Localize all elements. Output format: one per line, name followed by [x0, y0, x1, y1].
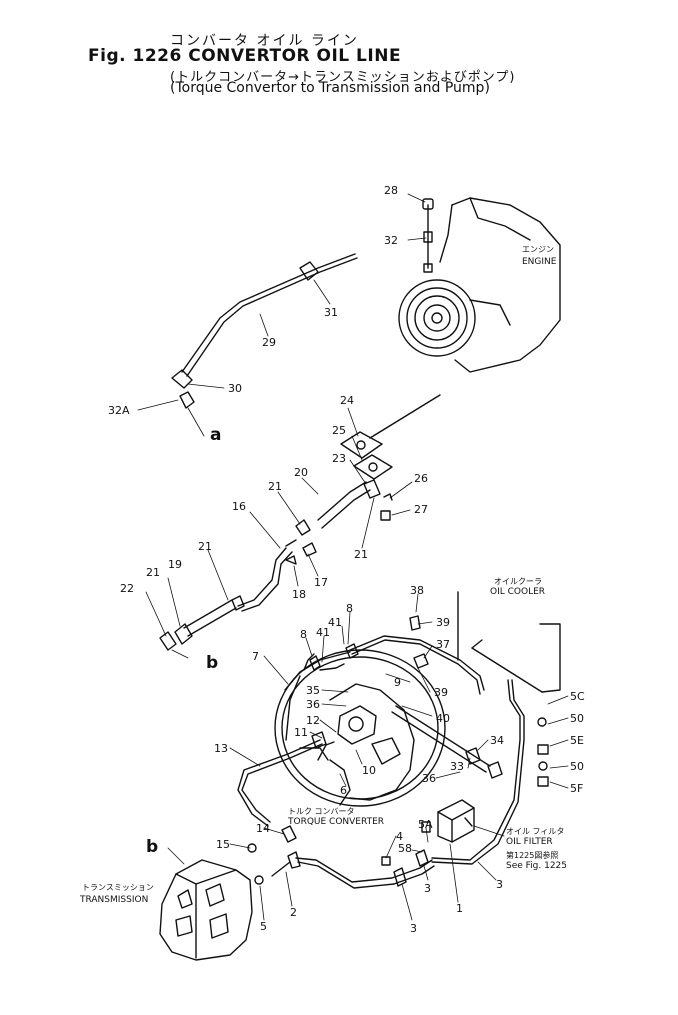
callout-21-middle: 21 — [198, 540, 212, 553]
callout-21-right: 21 — [354, 548, 368, 561]
callout-10: 10 — [362, 764, 376, 777]
callout-19: 19 — [168, 558, 182, 571]
callout-40: 40 — [436, 712, 450, 725]
callout-8-right: 8 — [346, 602, 353, 615]
callout-18: 18 — [292, 588, 306, 601]
callout-39-upper: 39 — [436, 616, 450, 629]
callout-35: 35 — [306, 684, 320, 697]
engine-label: ENGINE — [522, 257, 557, 267]
reference-mark-b-upper: b — [206, 653, 218, 673]
callout-30: 30 — [228, 382, 242, 395]
callout-8-left: 8 — [300, 628, 307, 641]
callout-28: 28 — [384, 184, 398, 197]
transmission-label: TRANSMISSION — [79, 895, 148, 905]
callout-16: 16 — [232, 500, 246, 513]
callout-7: 7 — [252, 650, 259, 663]
transmission-housing — [159, 843, 264, 961]
callout-32a: 32A — [108, 404, 130, 417]
callout-36-upper: 36 — [306, 698, 320, 711]
callout-5f: 5F — [570, 782, 583, 795]
callout-3-bottom: 3 — [410, 922, 417, 935]
callout-11: 11 — [294, 726, 308, 739]
callout-31: 31 — [324, 306, 338, 319]
figure-subtitle: (Torque Convertor to Transmission and Pu… — [170, 80, 490, 96]
callout-58: 58 — [398, 842, 412, 855]
hose-13 — [237, 731, 329, 843]
engine-block — [398, 197, 561, 373]
callout-25: 25 — [332, 424, 346, 437]
callout-21-left: 21 — [146, 566, 160, 579]
figure-title-japanese: コンバータ オイル ライン — [170, 33, 359, 49]
callout-23: 23 — [332, 452, 346, 465]
callout-39-lower: 39 — [434, 686, 448, 699]
callout-3-middle: 3 — [424, 882, 431, 895]
callout-34: 34 — [490, 734, 504, 747]
callout-9: 9 — [394, 676, 401, 689]
torque-converter-label-japanese: トルク コンバータ — [288, 807, 355, 816]
callout-41-left: 41 — [316, 626, 330, 639]
callout-1: 1 — [456, 902, 463, 915]
callout-2: 2 — [290, 906, 297, 919]
hose-7 — [285, 643, 359, 741]
callout-41-right: 41 — [328, 616, 342, 629]
callout-4: 4 — [396, 830, 403, 843]
callout-27: 27 — [414, 503, 428, 516]
callout-29: 29 — [262, 336, 276, 349]
upper-oil-pipe — [171, 198, 434, 409]
callout-15: 15 — [216, 838, 230, 851]
callout-26: 26 — [414, 472, 428, 485]
oil-cooler-label: OIL COOLER — [490, 587, 545, 597]
callout-33: 33 — [450, 760, 464, 773]
callout-36-lower: 36 — [422, 772, 436, 785]
engine-label-japanese: エンジン — [522, 245, 554, 254]
callout-13: 13 — [214, 742, 228, 755]
callout-5e: 5E — [570, 734, 584, 747]
connector-flange-group — [295, 394, 441, 536]
part-number-callouts: 28 32 31 29 30 32A 24 25 23 26 27 20 21 … — [108, 184, 585, 935]
transmission-label-japanese: トランスミッション — [82, 883, 154, 892]
callout-14: 14 — [256, 822, 270, 835]
leader-lines — [137, 193, 569, 921]
diagonal-pipe-34 — [391, 705, 503, 779]
callout-32: 32 — [384, 234, 398, 247]
oil-filter-label: OIL FILTER — [506, 837, 553, 847]
oil-filter — [437, 799, 475, 843]
see-figure-note-japanese: 第1225図参照 — [506, 850, 558, 860]
callout-37: 37 — [436, 638, 450, 651]
callout-20: 20 — [294, 466, 308, 479]
oil-cooler — [457, 591, 561, 693]
component-labels: エンジン ENGINE オイルクーラ OIL COOLER トルク コンバータ … — [79, 245, 567, 905]
reference-mark-a: a — [210, 425, 221, 445]
figure-title: Fig. 1226 CONVERTOR OIL LINE — [88, 46, 402, 66]
see-figure-note: See Fig. 1225 — [506, 861, 567, 871]
callout-38: 38 — [410, 584, 424, 597]
callout-3-right: 3 — [496, 878, 503, 891]
callout-5a: 5A — [418, 818, 433, 831]
cooler-lines — [349, 615, 549, 865]
callout-5: 5 — [260, 920, 267, 933]
callout-5c: 5C — [570, 690, 585, 703]
callout-22: 22 — [120, 582, 134, 595]
callout-24: 24 — [340, 394, 354, 407]
reference-mark-b-lower: b — [146, 837, 158, 857]
callout-6: 6 — [340, 784, 347, 797]
oil-cooler-label-japanese: オイルクーラ — [494, 577, 542, 586]
callout-12: 12 — [306, 714, 320, 727]
figure-subtitle-japanese: (トルクコンバータ→トランスミッションおよびポンプ) — [170, 70, 516, 85]
oil-filter-label-japanese: オイル フィルタ — [506, 827, 564, 836]
callout-50-lower: 50 — [570, 760, 584, 773]
callout-17: 17 — [314, 576, 328, 589]
callout-50-upper: 50 — [570, 712, 584, 725]
lower-pipe — [271, 821, 435, 889]
torque-converter-label: TORQUE CONVERTER — [287, 817, 384, 827]
callout-21-upper: 21 — [268, 480, 282, 493]
